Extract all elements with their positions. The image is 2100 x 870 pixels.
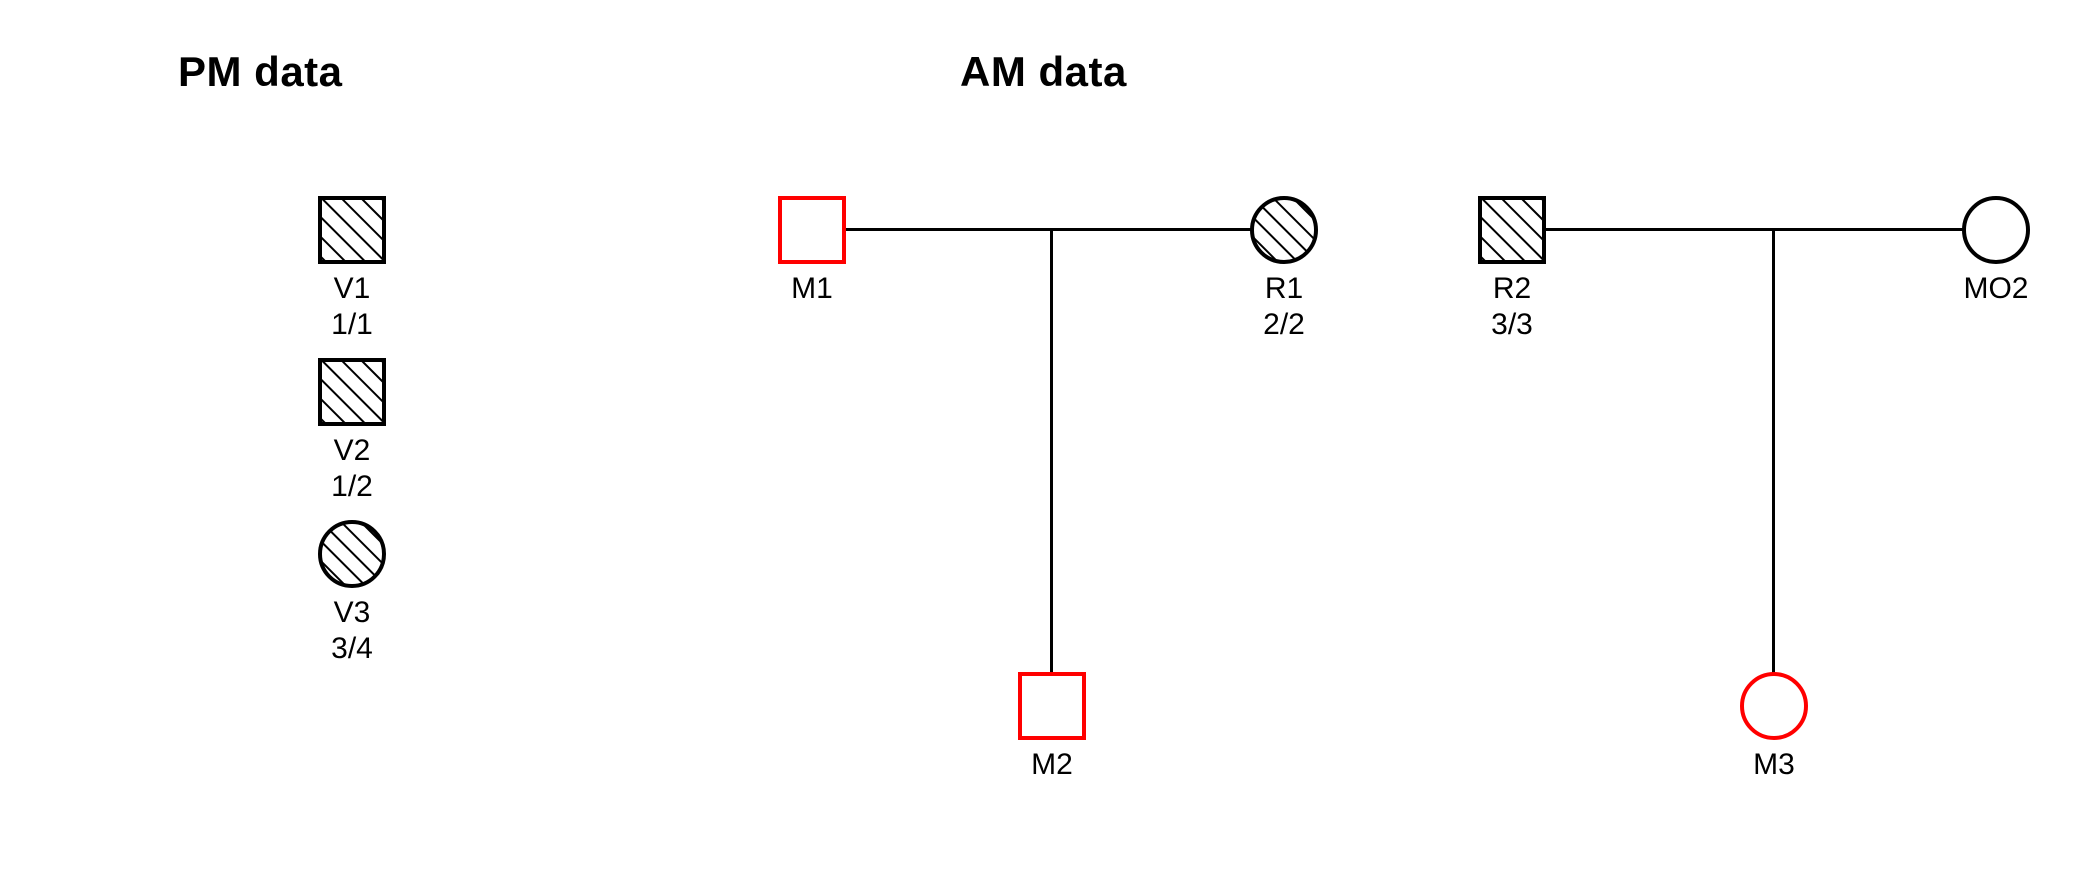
- circle-symbol-icon: [1740, 672, 1808, 740]
- connector-descent-1: [1050, 228, 1053, 674]
- node-label-r1: R1: [1264, 272, 1304, 305]
- node-label-m3: M3: [1753, 748, 1795, 781]
- panel-title-am: AM data: [960, 48, 1127, 95]
- square-symbol-icon: [318, 196, 386, 264]
- square-symbol-icon: [1478, 196, 1546, 264]
- node-label-m1: M1: [791, 272, 833, 305]
- connector-descent-2: [1772, 228, 1775, 674]
- circle-symbol-icon: [1250, 196, 1318, 264]
- node-genotype-v2: 1/2: [331, 470, 373, 503]
- node-label-v3: V3: [333, 596, 371, 629]
- circle-symbol-icon: [1962, 196, 2030, 264]
- connector-mate-2: [1546, 228, 1964, 231]
- pedigree-node-m2[interactable]: M2: [1018, 672, 1086, 781]
- square-symbol-icon: [318, 358, 386, 426]
- node-label-mo2: MO2: [1963, 272, 2029, 305]
- pedigree-node-mo2[interactable]: MO2: [1962, 196, 2030, 305]
- node-label-m2: M2: [1031, 748, 1073, 781]
- node-label-v2: V2: [333, 434, 371, 467]
- node-genotype-r1: 2/2: [1263, 308, 1305, 341]
- node-genotype-r2: 3/3: [1491, 308, 1533, 341]
- node-genotype-v1: 1/1: [331, 308, 373, 341]
- square-symbol-icon: [778, 196, 846, 264]
- pedigree-node-m3[interactable]: M3: [1740, 672, 1808, 781]
- node-label-r2: R2: [1492, 272, 1532, 305]
- square-symbol-icon: [1018, 672, 1086, 740]
- connector-mate-1: [843, 228, 1251, 231]
- panel-title-pm: PM data: [178, 48, 343, 95]
- node-label-v1: V1: [333, 272, 371, 305]
- pedigree-node-m1[interactable]: M1: [778, 196, 846, 305]
- circle-symbol-icon: [318, 520, 386, 588]
- node-genotype-v3: 3/4: [331, 632, 373, 665]
